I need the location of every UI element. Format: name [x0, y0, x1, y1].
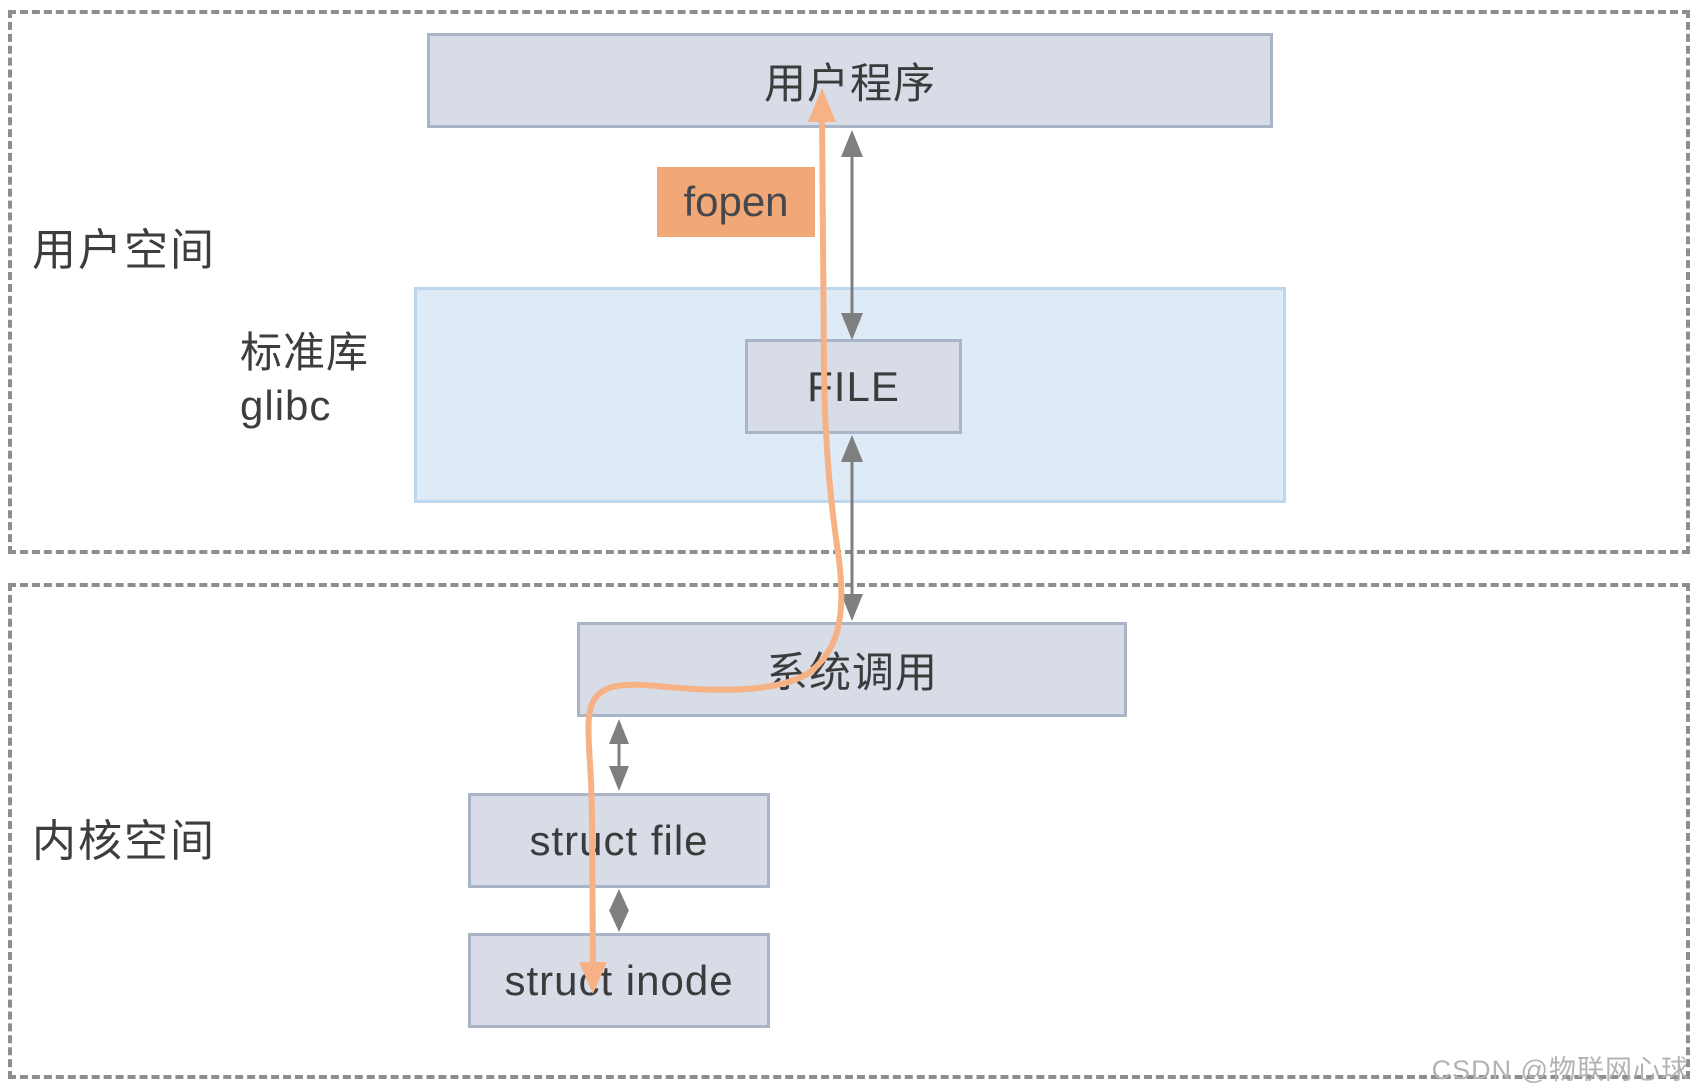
file-label: FILE	[807, 362, 900, 410]
user-program-label: 用户程序	[763, 60, 936, 107]
fopen-tag: fopen	[657, 167, 815, 237]
fopen-label: fopen	[683, 178, 789, 225]
stdlib-glibc-label: 标准库 glibc	[240, 326, 369, 432]
user-program-node: 用户程序	[427, 33, 1273, 128]
kernel-space-region	[8, 583, 1690, 1079]
struct-file-label: struct file	[529, 816, 709, 864]
watermark-text: CSDN @物联网心球	[1431, 1055, 1689, 1085]
struct-file-node: struct file	[468, 793, 770, 888]
user-space-region	[8, 10, 1690, 554]
stdlib-label-line2: glibc	[240, 382, 332, 429]
stdlib-label-line1: 标准库	[240, 329, 370, 376]
struct-inode-label: struct inode	[504, 956, 734, 1004]
syscall-node: 系统调用	[577, 622, 1127, 717]
file-node: FILE	[745, 339, 962, 434]
user-space-label: 用户空间	[32, 226, 216, 275]
struct-inode-node: struct inode	[468, 933, 770, 1028]
syscall-label: 系统调用	[765, 649, 938, 696]
kernel-space-label: 内核空间	[32, 817, 216, 866]
